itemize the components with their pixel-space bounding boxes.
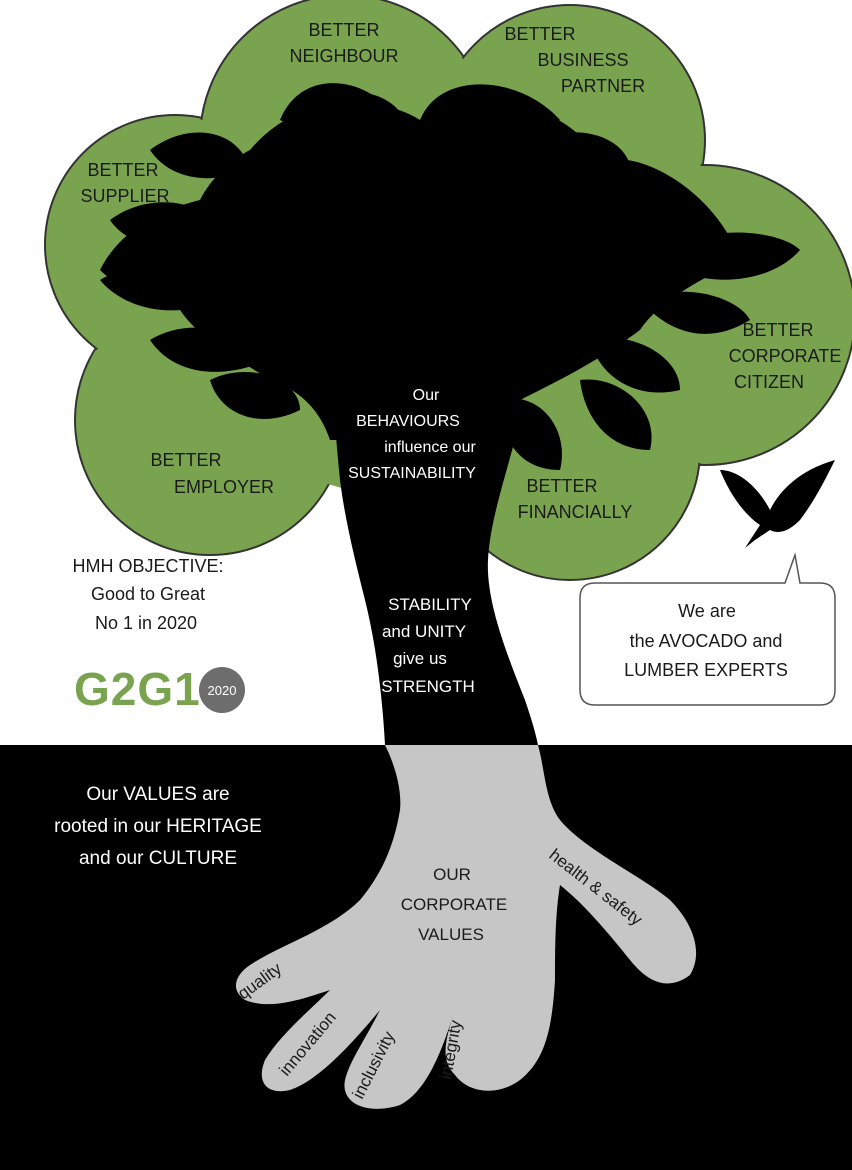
svg-text:No 1 in 2020: No 1 in 2020 — [95, 613, 197, 633]
roots-hand — [235, 745, 697, 1109]
tree-trunk — [335, 420, 538, 745]
logo-text: G2G1 — [74, 663, 201, 715]
svg-text:EMPLOYER: EMPLOYER — [174, 477, 274, 497]
svg-text:influence our: influence our — [384, 439, 476, 456]
label-better-corporate-citizen: BETTER CORPORATE CITIZEN — [729, 320, 842, 392]
svg-text:BETTER: BETTER — [150, 450, 221, 470]
label-better-financially: BETTER FINANCIALLY — [518, 476, 633, 522]
corporate-values-text: OUR CORPORATE VALUES — [401, 865, 507, 944]
label-better-neighbour: BETTER NEIGHBOUR — [289, 20, 398, 66]
svg-text:Our VALUES are: Our VALUES are — [86, 784, 229, 805]
tree-crown — [100, 83, 800, 470]
svg-text:BETTER: BETTER — [526, 476, 597, 496]
label-better-employer: BETTER EMPLOYER — [150, 450, 274, 497]
label-better-business-partner: BETTER BUSINESS PARTNER — [504, 24, 645, 96]
svg-text:CITIZEN: CITIZEN — [734, 372, 804, 392]
svg-text:rooted in our HERITAGE: rooted in our HERITAGE — [54, 816, 262, 837]
svg-text:BETTER: BETTER — [87, 160, 158, 180]
bird-icon — [720, 460, 835, 548]
label-better-supplier: BETTER SUPPLIER — [80, 160, 169, 206]
svg-text:Good to Great: Good to Great — [91, 584, 205, 604]
behaviours-text: Our BEHAVIOURS influence our SUSTAINABIL… — [348, 387, 476, 482]
svg-text:and UNITY: and UNITY — [382, 622, 466, 641]
svg-text:CORPORATE: CORPORATE — [729, 346, 842, 366]
svg-text:STABILITY: STABILITY — [388, 595, 472, 614]
logo-badge-circle — [199, 667, 245, 713]
stability-text: STABILITY and UNITY give us STRENGTH — [381, 595, 475, 696]
speech-bubble — [579, 552, 836, 706]
svg-text:PARTNER: PARTNER — [561, 76, 645, 96]
svg-text:HMH OBJECTIVE:: HMH OBJECTIVE: — [72, 556, 223, 576]
g2g1-logo: G2G1 2020 — [74, 663, 245, 715]
logo-badge-text: 2020 — [208, 683, 237, 698]
svg-text:BETTER: BETTER — [504, 24, 575, 44]
svg-text:SUSTAINABILITY: SUSTAINABILITY — [348, 465, 476, 482]
svg-text:VALUES: VALUES — [418, 925, 484, 944]
svg-text:NEIGHBOUR: NEIGHBOUR — [289, 46, 398, 66]
svg-text:BETTER: BETTER — [742, 320, 813, 340]
svg-text:Our: Our — [413, 387, 440, 404]
svg-text:STRENGTH: STRENGTH — [381, 677, 475, 696]
svg-text:We are: We are — [678, 601, 736, 621]
svg-text:LUMBER EXPERTS: LUMBER EXPERTS — [624, 660, 788, 680]
svg-text:CORPORATE: CORPORATE — [401, 895, 507, 914]
hmh-objective: HMH OBJECTIVE: Good to Great No 1 in 202… — [72, 556, 223, 633]
heritage-text: Our VALUES are rooted in our HERITAGE an… — [54, 784, 262, 869]
svg-text:and our CULTURE: and our CULTURE — [79, 848, 237, 869]
svg-text:BUSINESS: BUSINESS — [537, 50, 628, 70]
svg-text:OUR: OUR — [433, 865, 471, 884]
svg-text:BETTER: BETTER — [308, 20, 379, 40]
svg-text:give us: give us — [393, 649, 447, 668]
svg-text:the AVOCADO and: the AVOCADO and — [630, 631, 783, 651]
svg-text:BEHAVIOURS: BEHAVIOURS — [356, 413, 460, 430]
speech-bubble-text: We are the AVOCADO and LUMBER EXPERTS — [624, 601, 788, 680]
svg-text:FINANCIALLY: FINANCIALLY — [518, 502, 633, 522]
svg-text:SUPPLIER: SUPPLIER — [80, 186, 169, 206]
